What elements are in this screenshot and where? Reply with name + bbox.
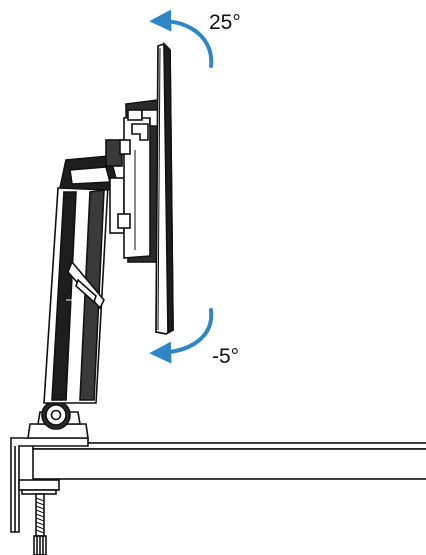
arm-column [43,184,109,404]
arm-base [27,400,89,439]
monitor-mount [117,99,161,263]
tilt-up-angle-label: 25° [209,11,241,34]
arm-head [59,139,125,234]
tilt-down-arrow-icon [149,308,214,364]
desk [32,442,426,480]
tilt-down-angle-label: -5° [212,345,240,368]
monitor-panel [155,41,174,335]
tilt-up-arrow-icon [149,9,214,68]
desk-clamp [10,437,89,555]
